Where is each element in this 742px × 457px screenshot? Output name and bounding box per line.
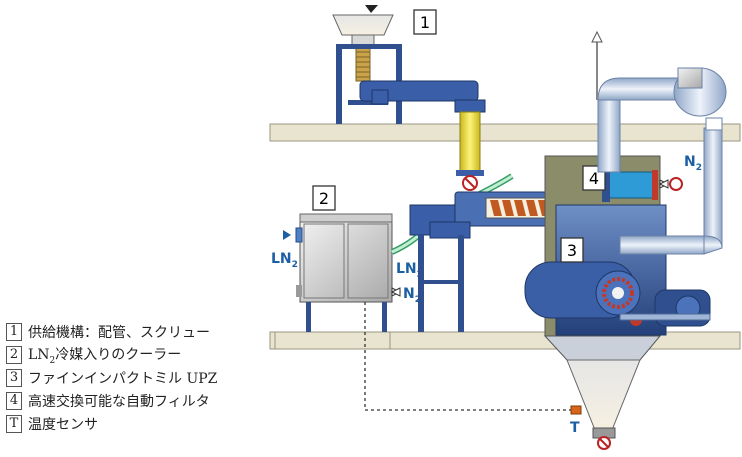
outlet-valve-icon — [597, 436, 611, 450]
legend-key: T — [6, 414, 22, 433]
legend-item: 2 LN2冷媒入りのクーラー — [6, 343, 306, 366]
legend-key: 3 — [6, 368, 22, 387]
legend-item: 4 高速交換可能な自動フィルタ — [6, 389, 306, 412]
svg-text:1: 1 — [420, 13, 430, 32]
callout-3: 3 — [560, 237, 584, 263]
legend-key: 1 — [6, 322, 22, 341]
exhaust-arrow-icon — [591, 30, 603, 100]
sensor-dashed-line — [364, 302, 571, 411]
collection-cone — [543, 335, 662, 439]
svg-text:4: 4 — [589, 169, 599, 188]
ln2-cooler — [295, 213, 393, 303]
ln2-inlet-arrow-icon — [283, 230, 291, 240]
legend-text: 温度センサ — [28, 416, 98, 433]
legend-text: LN2冷媒入りのクーラー — [28, 346, 182, 366]
n2-cooler-valve-icon — [390, 287, 402, 297]
legend-text: 供給機構：配管、スクリュー — [28, 324, 210, 341]
legend-item: 3 ファインインパクトミル UPZ — [6, 366, 306, 389]
legend-text: ファインインパクトミル UPZ — [28, 370, 218, 387]
n2-cooler-label: N2 — [403, 286, 421, 305]
floor-left-lower — [274, 331, 391, 350]
feed-pipe — [359, 80, 486, 113]
air-pipes — [597, 77, 723, 255]
temp-sensor-icon — [570, 405, 582, 415]
legend-item: T 温度センサ — [6, 412, 306, 435]
drive-line — [619, 313, 711, 321]
feed-valve-icon — [462, 175, 478, 191]
n2-filter-label: N2 — [684, 154, 702, 173]
cooler-legs — [306, 302, 387, 332]
legend: 1 供給機構：配管、スクリュー 2 LN2冷媒入りのクーラー 3 ファインインパ… — [6, 320, 306, 435]
blower-fan — [673, 67, 727, 117]
n2-filter-valve-icon — [658, 177, 683, 191]
svg-text:3: 3 — [567, 241, 577, 260]
ln2-inlet-label: LN2 — [271, 251, 298, 270]
floor-upper — [269, 123, 741, 142]
callout-1: 1 — [413, 9, 437, 35]
callout-2: 2 — [312, 185, 336, 211]
legend-key: 4 — [6, 391, 22, 410]
screw-frame-legs — [418, 235, 464, 332]
svg-text:2: 2 — [319, 189, 329, 208]
legend-key: 2 — [6, 345, 22, 364]
temp-sensor-label: T — [570, 420, 580, 436]
yellow-drop-pipe — [456, 111, 484, 176]
legend-text: 高速交換可能な自動フィルタ — [28, 393, 210, 410]
legend-item: 1 供給機構：配管、スクリュー — [6, 320, 306, 343]
auto-filter — [602, 168, 658, 202]
